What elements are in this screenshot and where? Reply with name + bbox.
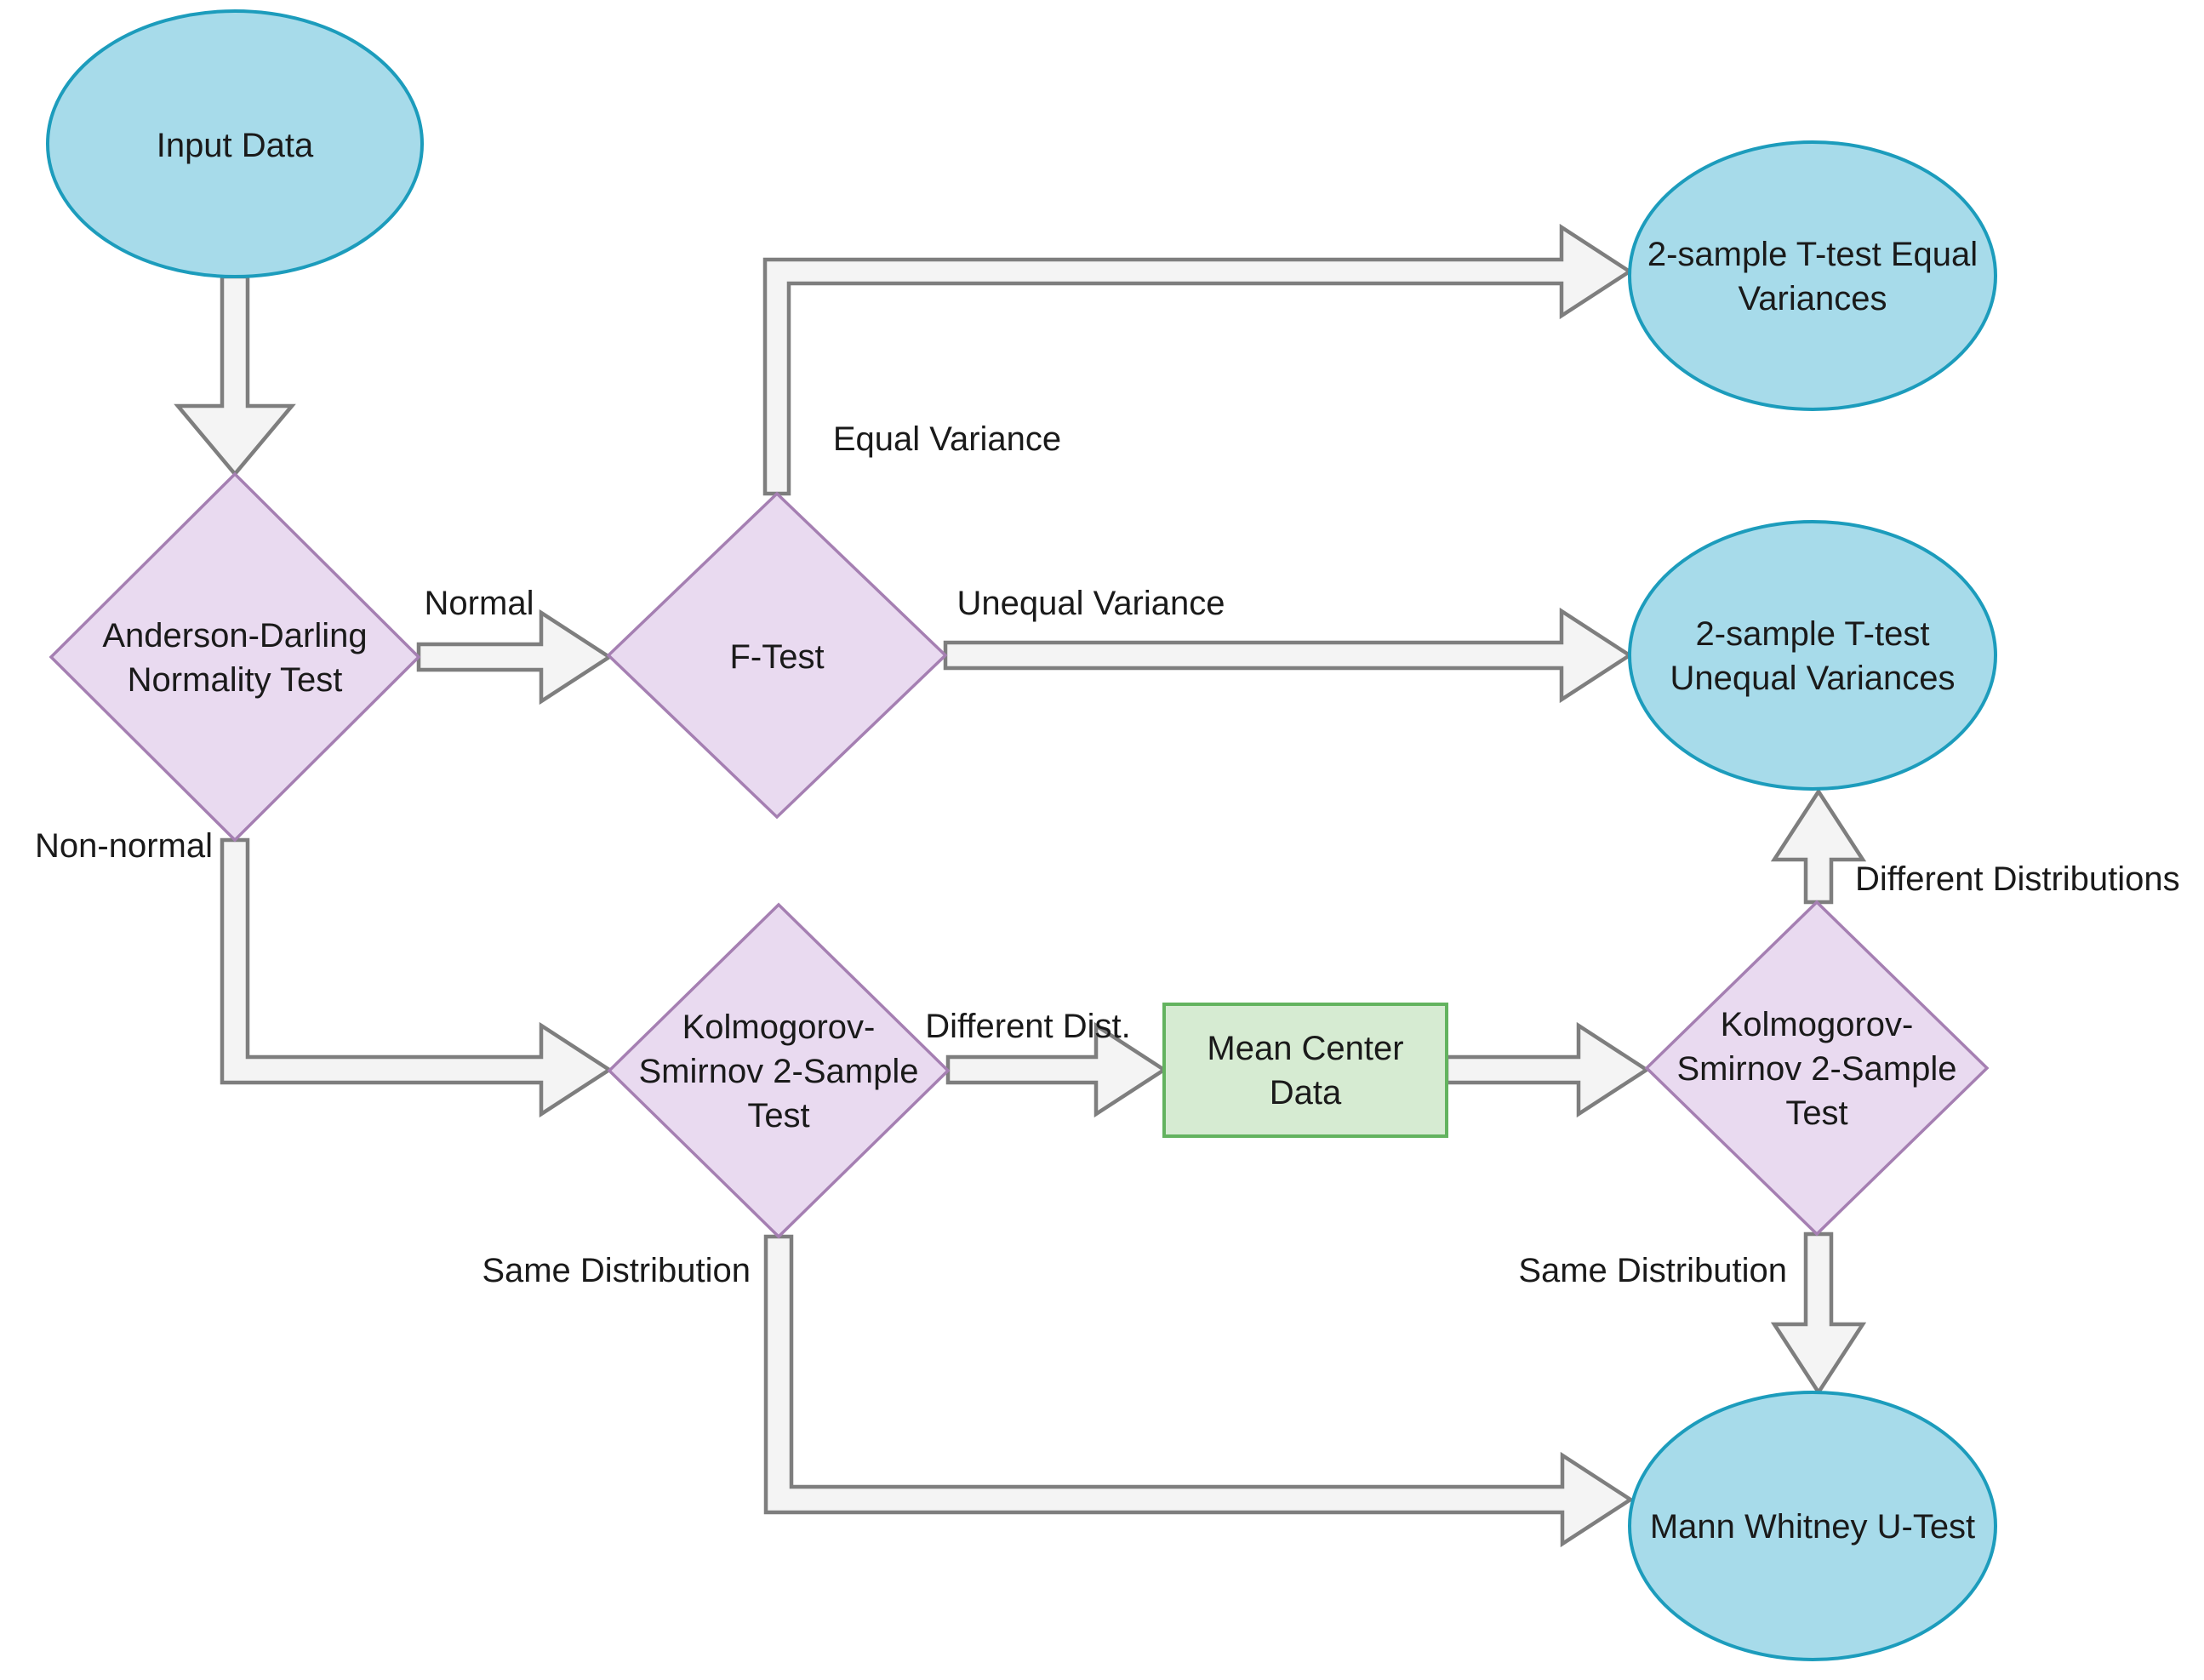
edge-label-different-distributions: Different Distributions — [1855, 860, 2180, 898]
arrow-ftest-to-ttest-equal — [762, 223, 1634, 496]
node-ks1-label-line2: Smirnov 2-Sample — [638, 1053, 918, 1090]
node-ks1-label-line3: Test — [747, 1097, 809, 1134]
node-anderson-darling — [49, 471, 421, 843]
arrow-ks2-to-ttest-unequal — [1770, 787, 1867, 905]
node-ks2-label-line1: Kolmogorov- — [1721, 1006, 1914, 1043]
node-ks-test-1 — [607, 902, 951, 1239]
node-f-test-label: F-Test — [729, 638, 824, 676]
node-mean-center-label-line2: Data — [1270, 1074, 1342, 1111]
edge-label-different-dist: Different Dist. — [925, 1008, 1131, 1045]
edge-label-normal: Normal — [425, 585, 534, 622]
node-ks-test-2 — [1644, 900, 1990, 1237]
node-ttest-equal-variances — [1628, 140, 1997, 411]
arrow-ks2-to-mannwhitney — [1770, 1231, 1867, 1397]
arrow-anderson-to-ftest — [416, 609, 614, 706]
edge-label-unequal-variance: Unequal Variance — [956, 585, 1225, 622]
node-ttest-equal-label-line2: Variances — [1739, 280, 1887, 317]
node-mann-whitney-label: Mann Whitney U-Test — [1650, 1508, 1975, 1546]
node-ks1-label-line1: Kolmogorov- — [682, 1009, 876, 1046]
node-ttest-unequal-variances — [1628, 520, 1997, 791]
node-mean-center-data — [1162, 1003, 1448, 1138]
arrow-ks1-to-mannwhitney — [763, 1234, 1635, 1548]
node-ks2-label-line3: Test — [1785, 1094, 1847, 1132]
node-input-data-label: Input Data — [157, 127, 314, 164]
edge-label-same-distribution-left: Same Distribution — [482, 1252, 751, 1289]
edge-label-non-normal: Non-normal — [35, 827, 213, 865]
node-ttest-unequal-label-line2: Unequal Variances — [1670, 660, 1955, 697]
node-ttest-equal-label-line1: 2-sample T-test Equal — [1647, 236, 1978, 273]
node-ks2-label-line2: Smirnov 2-Sample — [1676, 1050, 1956, 1088]
node-ttest-unequal-label-line1: 2-sample T-test — [1696, 615, 1930, 653]
edge-label-equal-variance: Equal Variance — [833, 420, 1061, 458]
arrow-input-to-anderson — [174, 274, 296, 477]
node-anderson-darling-label-line2: Normality Test — [128, 661, 343, 699]
arrow-ks1-to-meancenter — [945, 1021, 1168, 1118]
edge-label-same-distribution-right: Same Distribution — [1518, 1252, 1787, 1289]
node-anderson-darling-label-line1: Anderson-Darling — [102, 617, 367, 654]
arrow-meancenter-to-ks2 — [1444, 1021, 1651, 1118]
node-mean-center-label-line1: Mean Center — [1207, 1030, 1403, 1067]
arrow-ftest-to-ttest-unequal — [943, 607, 1634, 704]
node-mann-whitney — [1628, 1391, 1997, 1661]
node-f-test — [606, 491, 948, 820]
node-input-data — [46, 9, 424, 278]
arrow-anderson-to-ks1 — [220, 837, 614, 1118]
